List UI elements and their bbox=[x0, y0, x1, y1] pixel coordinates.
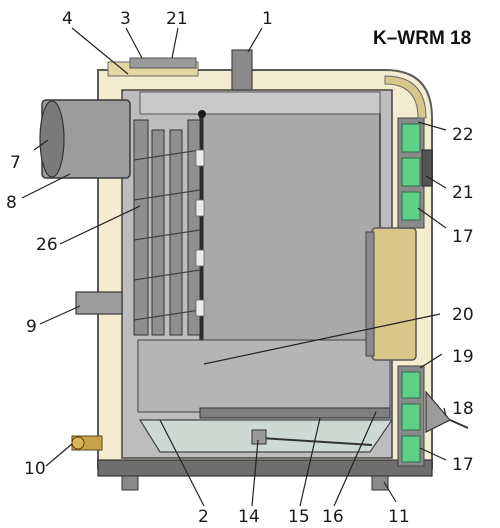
middle-door bbox=[371, 227, 417, 361]
callout-14: 14 bbox=[238, 507, 260, 527]
callout-1: 1 bbox=[262, 9, 273, 29]
grate-support bbox=[251, 429, 267, 445]
callout-17b: 17 bbox=[452, 455, 474, 475]
callout-21: 21 bbox=[166, 9, 188, 29]
upper-glass-1 bbox=[401, 123, 421, 153]
chamber-slot bbox=[195, 249, 205, 267]
grate bbox=[199, 407, 391, 419]
upper-door-handle bbox=[421, 149, 433, 187]
base-frame bbox=[97, 459, 433, 477]
callout-4: 4 bbox=[62, 9, 73, 29]
ash-pan-rod bbox=[259, 437, 373, 446]
upper-glass-3 bbox=[401, 191, 421, 221]
air-damper bbox=[425, 390, 451, 433]
lower-glass-3 bbox=[401, 435, 421, 463]
chamber-slot bbox=[195, 199, 205, 217]
leader-lines bbox=[21, 27, 447, 507]
lower-glass-1 bbox=[401, 371, 421, 399]
callout-3: 3 bbox=[120, 9, 131, 29]
chamber-slot bbox=[195, 149, 205, 167]
callout-2: 2 bbox=[198, 507, 209, 527]
callout-17: 17 bbox=[452, 227, 474, 247]
top-right-insulation bbox=[384, 75, 427, 119]
callout-8: 8 bbox=[6, 193, 17, 213]
foot-right bbox=[371, 475, 389, 491]
model-title: K–WRM 18 bbox=[373, 28, 471, 49]
top-cover-plate bbox=[129, 57, 197, 69]
flue-channel bbox=[139, 91, 381, 115]
callout-18: 18 bbox=[452, 399, 474, 419]
foot-left bbox=[121, 475, 139, 491]
callout-21b: 21 bbox=[452, 183, 474, 203]
upper-glass-2 bbox=[401, 157, 421, 187]
drain-valve-knob bbox=[71, 436, 85, 450]
callout-11: 11 bbox=[388, 507, 410, 527]
water-connection bbox=[75, 291, 123, 315]
air-damper-rod bbox=[449, 419, 469, 429]
middle-door-frame bbox=[365, 231, 375, 357]
callout-20: 20 bbox=[452, 305, 474, 325]
chamber-slot bbox=[195, 299, 205, 317]
callout-labels: 4 3 21 1 7 8 22 21 26 17 9 20 19 18 10 1… bbox=[6, 9, 474, 527]
callout-7: 7 bbox=[10, 153, 21, 173]
callout-16: 16 bbox=[322, 507, 344, 527]
inner-pipe-node-top bbox=[198, 110, 206, 118]
chimney-outlet bbox=[231, 49, 253, 93]
callout-9: 9 bbox=[26, 317, 37, 337]
ash-chamber bbox=[137, 339, 391, 413]
flue-pipe-opening bbox=[39, 100, 65, 178]
callout-15: 15 bbox=[288, 507, 310, 527]
callout-26: 26 bbox=[36, 235, 58, 255]
callout-22: 22 bbox=[452, 125, 474, 145]
callout-10: 10 bbox=[24, 459, 46, 479]
callout-19: 19 bbox=[452, 347, 474, 367]
turbulator-assembly bbox=[133, 119, 201, 336]
lower-glass-2 bbox=[401, 403, 421, 431]
